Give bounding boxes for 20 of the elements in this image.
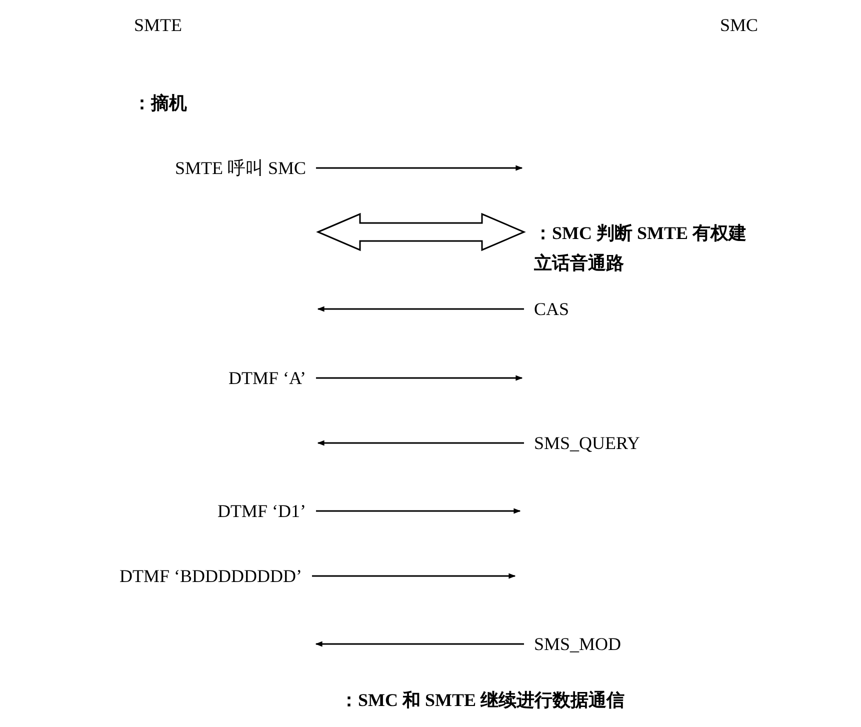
arrow (312, 573, 516, 579)
message-label: SMS_MOD (534, 633, 622, 655)
lifeline-header: SMC (720, 14, 758, 36)
lifeline-header: SMTE (134, 14, 182, 36)
message-label: CAS (534, 298, 570, 320)
message-label: SMS_QUERY (534, 432, 640, 454)
message-label: DTMF ‘D1’ (218, 500, 306, 522)
arrow (316, 165, 523, 171)
message-label: ：SMC 判断 SMTE 有权建立话音通路 (534, 218, 756, 278)
arrow (317, 306, 524, 312)
message-label: DTMF ‘BDDDDDDDD’ (120, 565, 302, 587)
note: ：摘机 (133, 92, 187, 114)
arrow (317, 440, 524, 446)
note: ：SMC 和 SMTE 继续进行数据通信 (340, 689, 625, 711)
arrow (316, 508, 521, 514)
message-label: SMTE 呼叫 SMC (174, 157, 306, 179)
double-arrow (316, 212, 526, 252)
arrow (316, 375, 523, 381)
arrow (315, 641, 524, 647)
message-label: DTMF ‘A’ (228, 367, 306, 389)
